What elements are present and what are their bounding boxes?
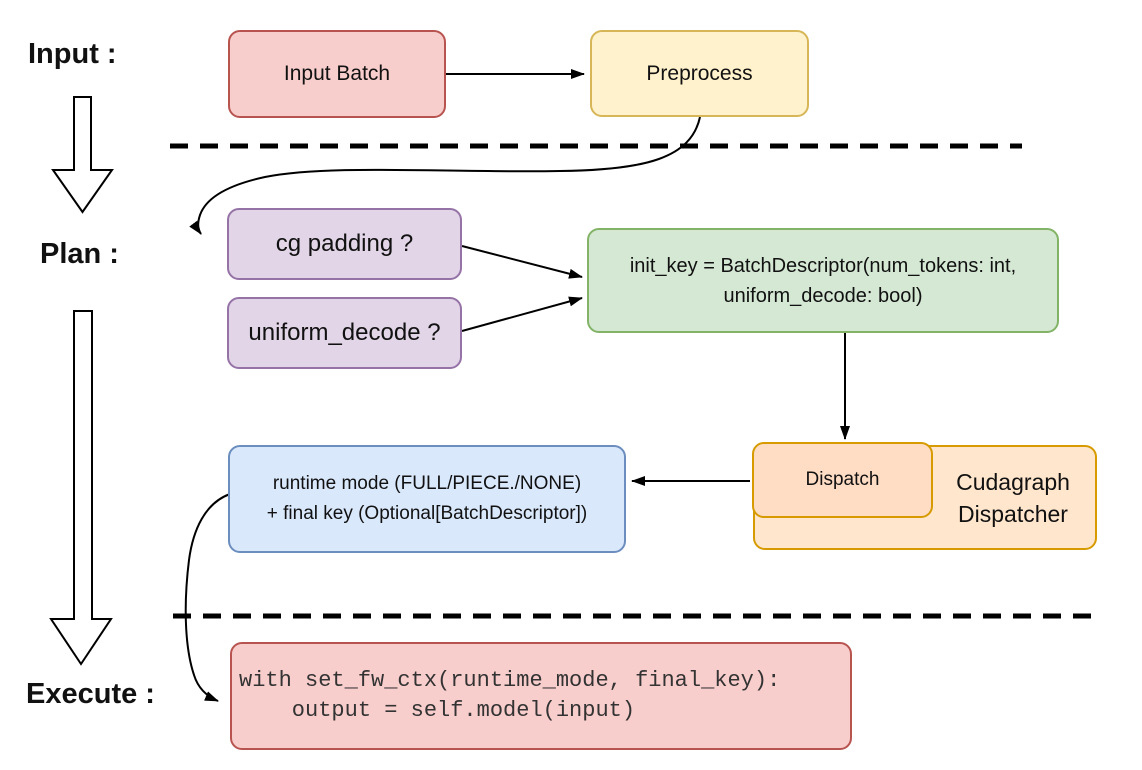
node-input-batch-label: Input Batch <box>283 62 391 85</box>
node-init-key: init_key = BatchDescriptor(num_tokens: i… <box>587 228 1059 333</box>
node-dispatch: Dispatch <box>752 442 933 518</box>
node-cudagraph-dispatcher-line2: Dispatcher <box>958 500 1068 527</box>
node-preprocess: Preprocess <box>590 30 809 117</box>
node-execute-code-line1: with set_fw_ctx(runtime_mode, final_key)… <box>239 668 781 693</box>
edge-runtime-mode-to-execute-code <box>184 493 231 702</box>
edge-preprocess-to-cg-padding <box>189 116 701 235</box>
node-execute-code: with set_fw_ctx(runtime_mode, final_key)… <box>230 642 852 750</box>
node-runtime-mode: runtime mode (FULL/PIECE./NONE) + final … <box>228 445 626 553</box>
node-dispatch-label: Dispatch <box>805 469 880 490</box>
stage-label-execute: Execute : <box>26 678 155 710</box>
node-cudagraph-dispatcher-label: Cudagraph Dispatcher <box>931 466 1095 530</box>
node-input-batch: Input Batch <box>228 30 446 118</box>
node-cudagraph-dispatcher-line1: Cudagraph <box>956 468 1070 495</box>
edge-cg-padding-to-init-key <box>461 245 583 279</box>
flow-arrow-plan-to-execute <box>49 310 113 666</box>
node-uniform-decode: uniform_decode ? <box>227 297 462 369</box>
stage-label-input: Input : <box>28 38 117 70</box>
node-execute-code-line2: output = self.model(input) <box>239 698 636 723</box>
node-runtime-mode-line1: runtime mode (FULL/PIECE./NONE) <box>272 473 582 494</box>
stage-label-plan: Plan : <box>40 238 119 270</box>
node-preprocess-label: Preprocess <box>646 61 753 85</box>
node-init-key-line2: uniform_decode: bool) <box>723 284 923 307</box>
node-cg-padding: cg padding ? <box>227 208 462 280</box>
node-init-key-line1: init_key = BatchDescriptor(num_tokens: i… <box>629 254 1017 277</box>
node-uniform-decode-label: uniform_decode ? <box>248 319 441 346</box>
flow-arrow-input-to-plan <box>51 96 114 214</box>
edge-uniform-decode-to-init-key <box>461 296 583 332</box>
node-cg-padding-label: cg padding ? <box>275 230 414 257</box>
node-runtime-mode-line2: + final key (Optional[BatchDescriptor]) <box>266 503 588 524</box>
